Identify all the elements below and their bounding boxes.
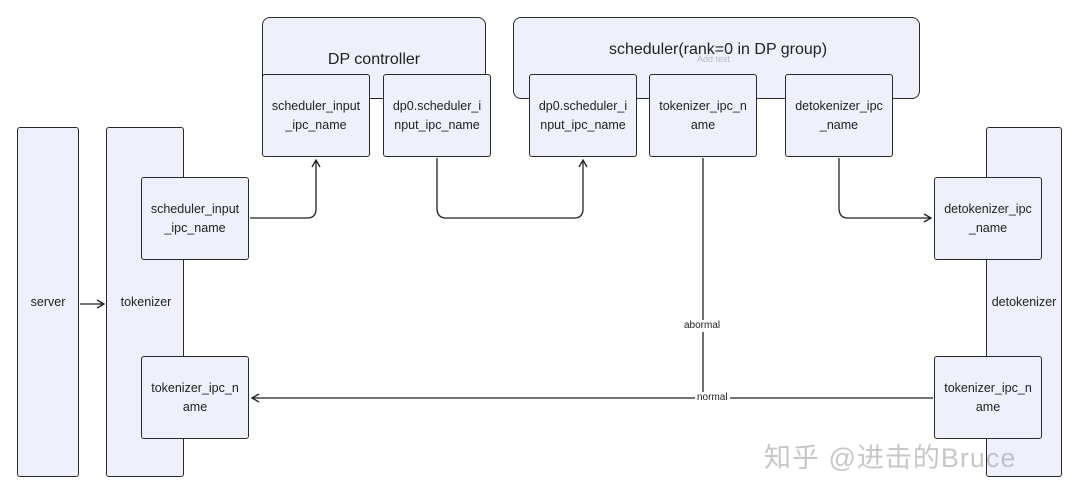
watermark: 知乎 @进击的Bruce [764, 443, 1017, 473]
edge-dp-controller-to-scheduler [436, 158, 588, 219]
edge-tokenizer-to-dp-controller [250, 158, 321, 219]
abnormal-edge-label: abormal [682, 320, 723, 332]
dp-dp0-scheduler-label: dp0.scheduler_i nput_ipc_name [392, 98, 482, 132]
scheduler-dp0-input-label: dp0.scheduler_i nput_ipc_name [538, 98, 628, 132]
dp-dp0-scheduler-port[interactable] [383, 74, 491, 157]
dp-controller-title: DP controller [327, 50, 421, 68]
add-text-hint: Add text [697, 54, 731, 64]
tokenizer-scheduler-input-port[interactable] [141, 177, 249, 260]
scheduler-tokenizer-ipc-label: tokenizer_ipc_n ame [659, 98, 747, 132]
scheduler-group-title: scheduler(rank=0 in DP group) [608, 40, 828, 58]
dp-scheduler-input-port[interactable] [262, 74, 370, 157]
scheduler-dp0-input-port[interactable] [529, 74, 637, 157]
edge-scheduler-to-detokenizer [838, 158, 933, 223]
scheduler-detokenizer-ipc-label: detokenizer_ipc _name [795, 98, 883, 132]
tokenizer-label: tokenizer [120, 294, 172, 309]
detokenizer-label: detokenizer [991, 294, 1057, 309]
normal-edge-label: normal [695, 392, 730, 404]
detokenizer-detokenizer-ipc-port[interactable] [934, 177, 1042, 260]
dp-scheduler-input-label: scheduler_input _ipc_name [271, 98, 361, 132]
tokenizer-ipc-label: tokenizer_ipc_n ame [151, 380, 239, 414]
server-node[interactable] [17, 127, 79, 477]
scheduler-tokenizer-ipc-port[interactable] [649, 74, 757, 157]
tokenizer-scheduler-input-label: scheduler_input _ipc_name [150, 201, 240, 235]
server-label: server [30, 294, 66, 309]
detokenizer-tokenizer-ipc-port[interactable] [934, 356, 1042, 439]
scheduler-detokenizer-ipc-port[interactable] [785, 74, 893, 157]
detokenizer-tokenizer-ipc-label: tokenizer_ipc_n ame [944, 380, 1032, 414]
tokenizer-ipc-port[interactable] [141, 356, 249, 439]
detokenizer-detokenizer-ipc-label: detokenizer_ipc _name [944, 201, 1032, 235]
